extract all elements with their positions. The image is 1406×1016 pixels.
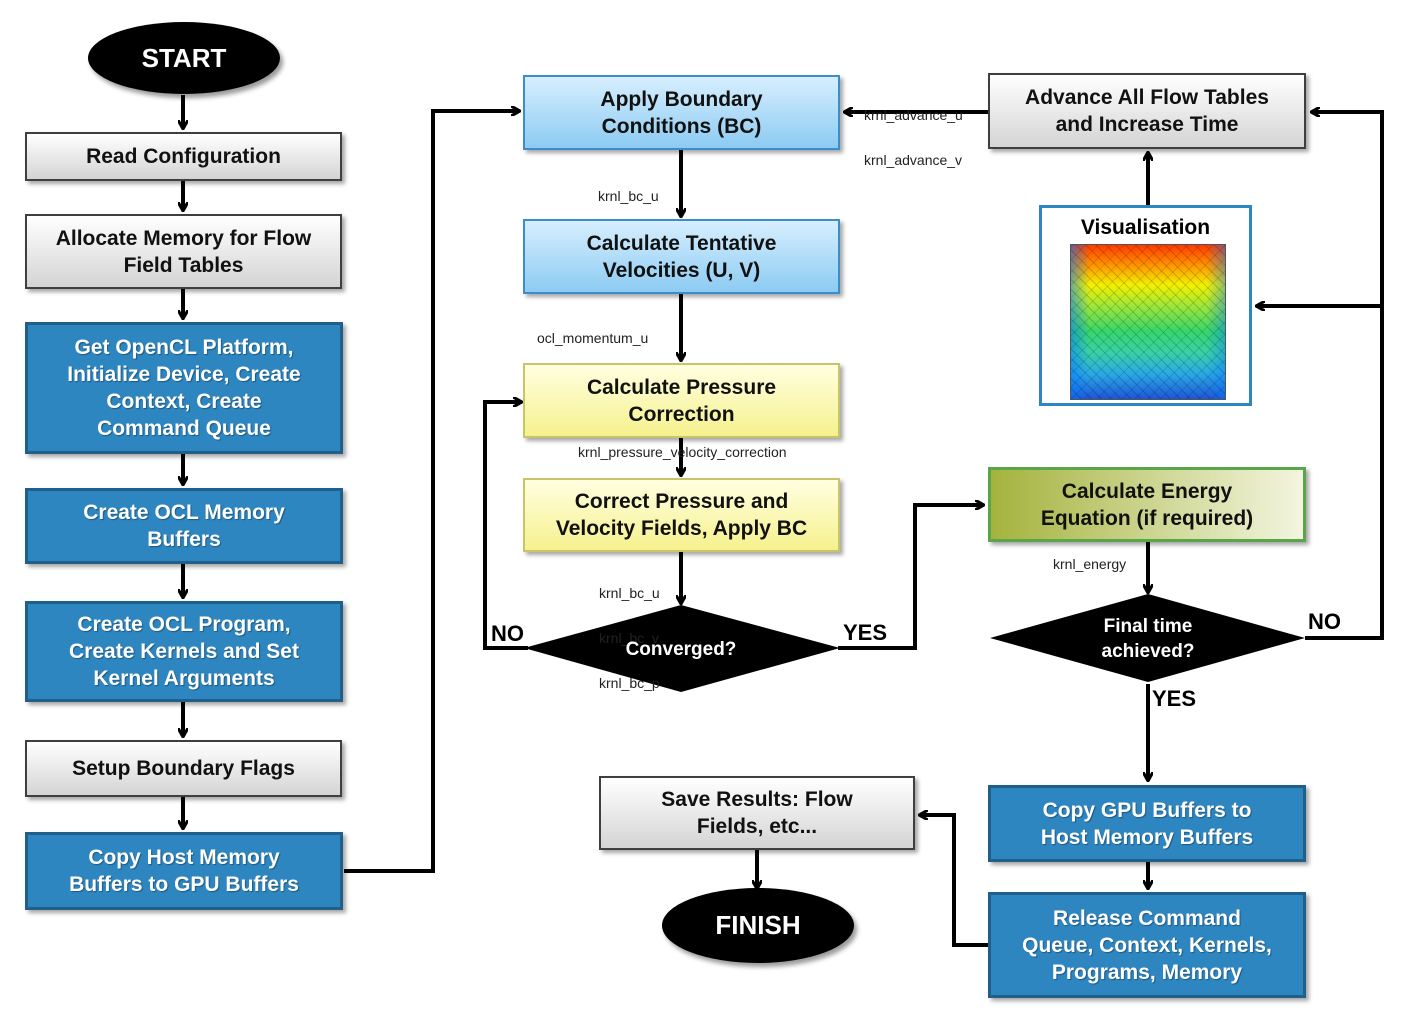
kernel-label-bc-bottom-u: krnl_bc_u [599, 585, 660, 601]
release-resources-line2: Queue, Context, Kernels, [1022, 933, 1272, 957]
pressure-correction-line2: Correction [628, 402, 735, 426]
allocate-memory-line2: Field Tables [123, 253, 244, 277]
apply-bc-line1: Apply Boundary [600, 87, 763, 111]
energy-equation-line1: Calculate Energy [1061, 479, 1233, 503]
finish-label: FINISH [715, 910, 801, 940]
arrow-no-loop [483, 402, 528, 650]
tentative-velocities-line2: Velocities (U, V) [602, 258, 761, 282]
tentative-velocities-box: Calculate Tentative Velocities (U, V) [523, 219, 840, 294]
save-results-box: Save Results: Flow Fields, etc... [599, 776, 915, 850]
allocate-memory-line1: Allocate Memory for Flow [55, 226, 312, 250]
kernel-label-bc-top-u: krnl_bc_u [598, 188, 659, 204]
kernel-label-bc-bottom: krnl_bc_u krnl_bc_v krnl_bc_p [599, 556, 660, 706]
final-time-diamond [990, 594, 1305, 682]
finish-terminal: FINISH [662, 888, 854, 963]
energy-equation-line2: Equation (if required) [1040, 506, 1254, 530]
pressure-correction-box: Calculate Pressure Correction [523, 363, 840, 438]
save-results-line1: Save Results: Flow [661, 788, 853, 811]
arrow-release-to-save [920, 815, 988, 947]
copy-gpu-to-host-box: Copy GPU Buffers to Host Memory Buffers [988, 785, 1306, 862]
advance-flow-tables-box: Advance All Flow Tables and Increase Tim… [988, 73, 1306, 149]
get-opencl-line2: Initialize Device, Create [67, 363, 301, 386]
read-configuration-label: Read Configuration [86, 145, 281, 168]
create-ocl-buffers-box: Create OCL Memory Buffers [25, 488, 343, 564]
arrow-copy-to-apply-bc [344, 111, 519, 873]
correct-pressure-box: Correct Pressure and Velocity Fields, Ap… [523, 478, 840, 552]
release-resources-line3: Programs, Memory [1051, 960, 1243, 984]
final-time-label: Final time achieved? [1068, 613, 1228, 665]
converged-label: Converged? [625, 638, 737, 660]
tentative-velocities-line1: Calculate Tentative [586, 231, 777, 255]
final-time-no-label: NO [1308, 609, 1341, 634]
create-ocl-buffers-line2: Buffers [147, 528, 221, 551]
final-time-yes-label: YES [1152, 686, 1197, 711]
kernel-label-bc-bottom-v: krnl_bc_v [599, 630, 659, 646]
correct-pressure-line1: Correct Pressure and [574, 490, 789, 513]
advance-flow-tables-line1: Advance All Flow Tables [1025, 86, 1269, 109]
setup-boundary-flags-label: Setup Boundary Flags [72, 757, 295, 780]
kernel-label-advance: krnl_advance_u krnl_advance_v [864, 78, 963, 183]
create-ocl-program-line2: Create Kernels and Set [69, 640, 299, 663]
release-resources-box: Release Command Queue, Context, Kernels,… [988, 892, 1306, 998]
kernel-label-energy: krnl_energy [1053, 556, 1127, 572]
kernel-label-pressure: krnl_pressure_velocity_correction [578, 444, 787, 460]
kernel-label-advance-u: krnl_advance_u [864, 107, 963, 123]
apply-bc-box: Apply Boundary Conditions (BC) [523, 75, 840, 150]
start-terminal: START [88, 22, 280, 94]
get-opencl-line1: Get OpenCL Platform, [74, 336, 294, 359]
allocate-memory-box: Allocate Memory for Flow Field Tables [25, 214, 342, 289]
pressure-correction-line1: Calculate Pressure [586, 375, 777, 399]
setup-boundary-flags-box: Setup Boundary Flags [25, 740, 342, 797]
advance-flow-tables-line2: and Increase Time [1055, 113, 1239, 136]
kernel-label-advance-v: krnl_advance_v [864, 152, 963, 168]
save-results-line2: Fields, etc... [696, 815, 818, 838]
arrow-final-no-to-advance [1305, 112, 1384, 640]
copy-host-to-gpu-line1: Copy Host Memory [88, 846, 280, 869]
final-time-line2: achieved? [1101, 641, 1195, 662]
copy-host-to-gpu-box: Copy Host Memory Buffers to GPU Buffers [25, 832, 343, 910]
arrow-yes-to-energy [838, 505, 983, 650]
correct-pressure-line2: Velocity Fields, Apply BC [555, 517, 808, 540]
create-ocl-buffers-line1: Create OCL Memory [83, 501, 285, 524]
apply-bc-line2: Conditions (BC) [601, 114, 762, 138]
kernel-label-momentum-u: ocl_momentum_u [537, 330, 649, 346]
kernel-label-bc-bottom-p: krnl_bc_p [599, 675, 660, 691]
energy-equation-box: Calculate Energy Equation (if required) [988, 467, 1306, 542]
copy-host-to-gpu-line2: Buffers to GPU Buffers [69, 873, 299, 896]
converged-no-label: NO [491, 621, 524, 646]
converged-yes-label: YES [843, 620, 888, 645]
start-label: START [141, 42, 227, 73]
create-ocl-program-box: Create OCL Program, Create Kernels and S… [25, 601, 343, 702]
copy-gpu-to-host-line1: Copy GPU Buffers to [1042, 798, 1252, 822]
create-ocl-program-line1: Create OCL Program, [77, 613, 291, 636]
create-ocl-program-line3: Kernel Arguments [93, 667, 275, 690]
converged-diamond [524, 605, 840, 692]
final-time-line1: Final time [1103, 616, 1193, 637]
get-opencl-line3: Context, Create [106, 390, 262, 413]
read-configuration-box: Read Configuration [25, 132, 342, 181]
copy-gpu-to-host-line2: Host Memory Buffers [1040, 825, 1254, 849]
release-resources-line1: Release Command [1053, 906, 1241, 930]
get-opencl-box: Get OpenCL Platform, Initialize Device, … [25, 322, 343, 454]
flow-field-visualisation-image [1070, 244, 1226, 400]
get-opencl-line4: Command Queue [97, 417, 271, 440]
visualisation-label: Visualisation [1080, 216, 1211, 239]
